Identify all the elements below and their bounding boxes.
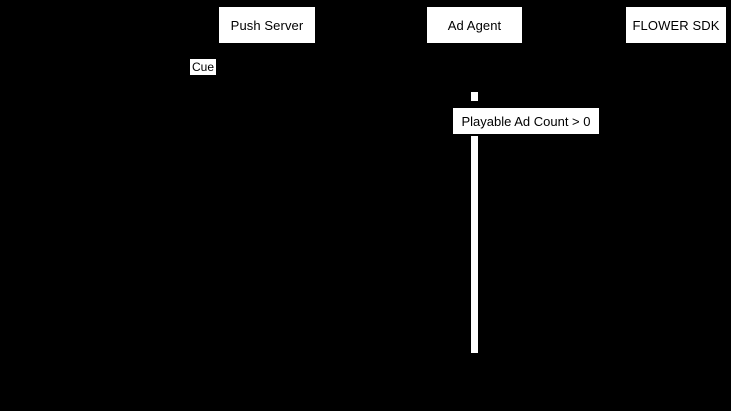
note-cue: Cue <box>190 59 217 75</box>
participant-label: Push Server <box>230 17 304 33</box>
condition-playable-ad-count[interactable]: Playable Ad Count > 0 <box>452 107 600 135</box>
participant-push-server[interactable]: Push Server <box>218 6 316 44</box>
condition-label: Playable Ad Count > 0 <box>461 113 591 129</box>
participant-ad-agent[interactable]: Ad Agent <box>426 6 523 44</box>
participant-label: Ad Agent <box>447 17 502 33</box>
lifeline-stub-ad-agent <box>471 92 478 101</box>
note-label-text: Cue <box>192 60 215 74</box>
participant-flower-sdk[interactable]: FLOWER SDK <box>625 6 727 44</box>
activation-bar-ad-agent <box>471 136 478 353</box>
participant-label: FLOWER SDK <box>632 17 720 33</box>
